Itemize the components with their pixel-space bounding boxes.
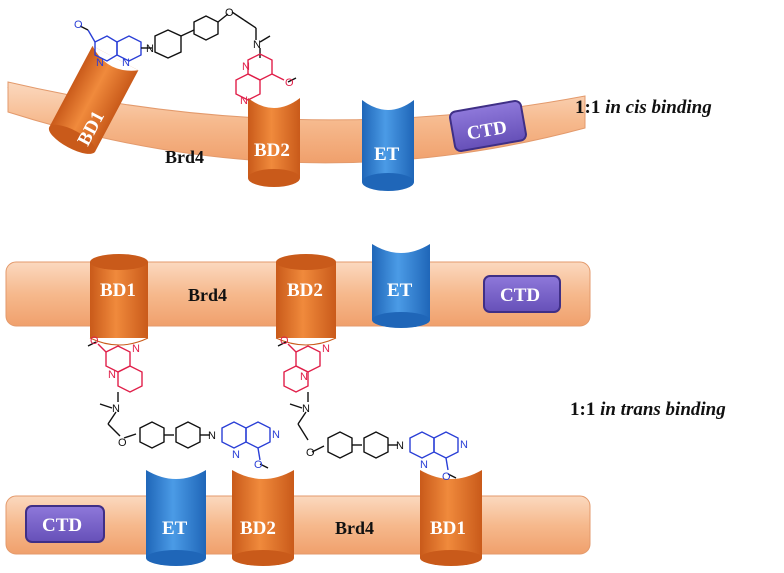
- trans-right-atom-n2: N: [300, 371, 308, 383]
- bd1-cylinder-upper: [89, 254, 149, 347]
- ctd-box-lower: [25, 505, 105, 543]
- et-label-lower: ET: [162, 518, 188, 539]
- trans-left-atom-n2: N: [108, 369, 116, 381]
- et-label-top: ET: [374, 144, 400, 165]
- bd1-label-upper: BD1: [100, 280, 136, 301]
- bd2-label-lower: BD2: [240, 518, 276, 539]
- trans-ligand-left: [87, 341, 271, 469]
- trans-left-atom-o2: O: [118, 437, 127, 449]
- trans-left-atom-n5: N: [232, 449, 240, 461]
- cis-atom-n4: N: [253, 39, 261, 51]
- bd2-label-upper: BD2: [287, 280, 323, 301]
- trans-right-atom-o2: O: [306, 447, 315, 459]
- cis-atom-n3: N: [146, 43, 154, 55]
- cis-ligand: [79, 11, 297, 101]
- bd2-cylinder-top: [248, 98, 300, 187]
- trans-left-atom-n6: N: [272, 429, 280, 441]
- trans-right-atom-o3: O: [442, 471, 451, 483]
- cis-atom-n5: N: [242, 61, 250, 73]
- et-cylinder-upper: [372, 244, 430, 328]
- trans-right-atom-n1: N: [322, 343, 330, 355]
- cis-panel: Brd4 BD1 BD2 ET CTD 1:1 in cis bi: [7, 7, 712, 191]
- et-label-upper: ET: [387, 280, 413, 301]
- trans-left-atom-o1: O: [90, 335, 99, 347]
- bd1-label-lower: BD1: [430, 518, 466, 539]
- cis-caption: 1:1 in cis binding: [575, 97, 712, 118]
- bd2-label-top: BD2: [254, 140, 290, 161]
- cis-atom-n1: N: [96, 57, 104, 69]
- trans-left-atom-n3: N: [112, 403, 120, 415]
- bd2-cylinder-lower: [232, 470, 294, 566]
- ctd-label-upper: CTD: [500, 285, 540, 306]
- brd4-label-top: Brd4: [165, 147, 204, 167]
- trans-left-atom-n4: N: [208, 430, 216, 442]
- et-cylinder-lower: [146, 470, 206, 566]
- cis-atom-o2: O: [225, 7, 234, 19]
- trans-right-atom-o1: O: [280, 335, 289, 347]
- bd1-cylinder-top: [48, 45, 139, 154]
- trans-right-atom-n6: N: [460, 439, 468, 451]
- bd2-cylinder-upper: [275, 254, 337, 347]
- cis-atom-n6: N: [240, 95, 248, 107]
- trans-panel: Brd4 BD1 BD2 ET CTD 1:1 in tran: [5, 244, 726, 566]
- trans-right-atom-n4: N: [396, 440, 404, 452]
- cis-atom-o3: O: [285, 77, 294, 89]
- trans-left-atom-n1: N: [132, 343, 140, 355]
- bd1-cylinder-lower: [420, 470, 482, 566]
- cis-atom-n2: N: [122, 57, 130, 69]
- ctd-box-top: [449, 100, 527, 152]
- et-cylinder-top: [362, 100, 414, 191]
- brd4-label-lower: Brd4: [335, 518, 374, 538]
- trans-caption: 1:1 in trans binding: [570, 399, 726, 420]
- brd4-label-upper: Brd4: [188, 285, 227, 305]
- trans-ligand-right: [277, 341, 459, 479]
- trans-right-atom-n5: N: [420, 459, 428, 471]
- ctd-box-upper: [483, 275, 561, 313]
- trans-left-atom-o3: O: [254, 459, 263, 471]
- cis-atom-o1: O: [74, 19, 83, 31]
- ctd-label-lower: CTD: [42, 515, 82, 536]
- trans-right-atom-n3: N: [302, 403, 310, 415]
